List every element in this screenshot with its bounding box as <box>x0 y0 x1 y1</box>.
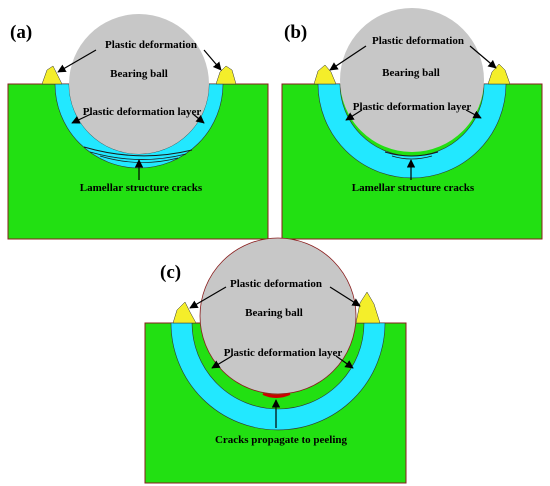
pileup-label: Plastic deformation <box>105 39 197 51</box>
panel-b: (b) Plastic deformation Bearing ball Pla… <box>281 8 543 240</box>
panel-tag: (a) <box>10 22 32 43</box>
arrow-layer-right <box>465 109 482 119</box>
bearing-ball <box>199 237 357 395</box>
crack-label: Lamellar structure cracks <box>352 182 475 194</box>
plastic-deformation-layer <box>170 322 386 431</box>
crack-label: Cracks propagate to peeling <box>215 434 348 446</box>
pileup-label: Plastic deformation <box>230 278 322 290</box>
ball-label: Bearing ball <box>382 67 440 79</box>
layer-label: Plastic deformation layer <box>224 347 343 359</box>
pileup-right <box>215 65 237 85</box>
arrow-layer-right <box>335 355 354 369</box>
pileup-right <box>355 291 381 324</box>
lamellar-crack <box>83 146 193 157</box>
panel-tag: (c) <box>160 262 181 283</box>
arrow-layer-left <box>345 109 363 121</box>
arrow-pileup-left <box>57 49 97 73</box>
panel-c: (c) Plastic deformation Bearing ball Pla… <box>144 237 407 484</box>
ball-label: Bearing ball <box>110 68 168 80</box>
lamellar-crack <box>391 155 433 160</box>
arrow-pileup-left <box>189 286 227 309</box>
pileup-right <box>487 63 511 85</box>
bearing-ball <box>340 8 484 152</box>
arrow-layer-right <box>192 113 205 124</box>
bearing-ball <box>69 14 209 154</box>
arrow-pileup-right <box>329 286 361 307</box>
arrow-pileup-right <box>203 49 222 71</box>
pileup-left <box>172 301 197 324</box>
arrow-pileup-right <box>469 45 497 69</box>
panel-a: (a) Plastic deformation Bearing ball Pla… <box>7 14 269 240</box>
panel-tag: (b) <box>284 22 307 43</box>
crack-label: Lamellar structure cracks <box>80 182 203 194</box>
pileup-left <box>41 65 63 85</box>
plastic-deformation-layer <box>317 83 507 179</box>
peeling-spot <box>262 393 291 398</box>
pileup-left <box>313 64 337 85</box>
arrow-layer-left <box>211 355 233 369</box>
lamellar-crack <box>384 151 439 157</box>
pileup-label: Plastic deformation <box>372 35 464 47</box>
arrow-layer-left <box>71 113 92 124</box>
ball-label: Bearing ball <box>245 307 303 319</box>
arrow-pileup-left <box>329 45 367 71</box>
layer-label: Plastic deformation layer <box>353 101 472 113</box>
layer-label: Plastic deformation layer <box>83 106 202 118</box>
